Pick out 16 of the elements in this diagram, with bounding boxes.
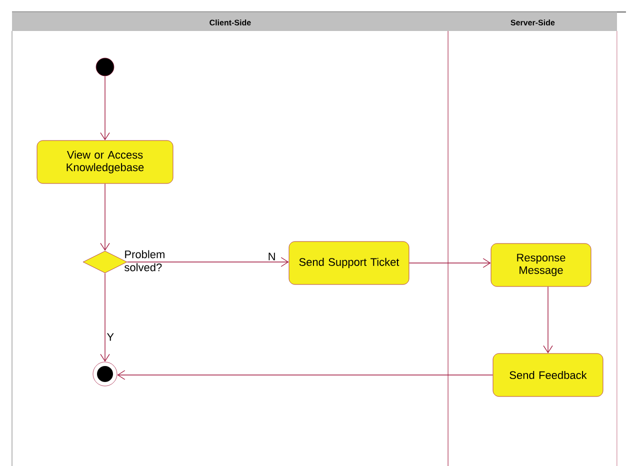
start-node	[96, 58, 114, 76]
arrow	[408, 258, 491, 268]
edge-label: N	[268, 252, 275, 260]
arrow	[543, 286, 553, 354]
arrow	[100, 183, 110, 251]
arrow	[100, 76, 110, 140]
arrow	[126, 257, 289, 267]
action-box: Response Message	[490, 243, 592, 287]
action-box: Send Feedback	[492, 353, 604, 397]
action-box: View or Access Knowledgebase	[36, 140, 174, 184]
edge-label: Y	[106, 333, 114, 341]
decision-label: Problem solved?	[124, 250, 164, 272]
action-box: Send Support Ticket	[288, 241, 410, 285]
arrow	[117, 370, 494, 380]
end-node	[92, 362, 118, 386]
arrow	[100, 272, 110, 362]
